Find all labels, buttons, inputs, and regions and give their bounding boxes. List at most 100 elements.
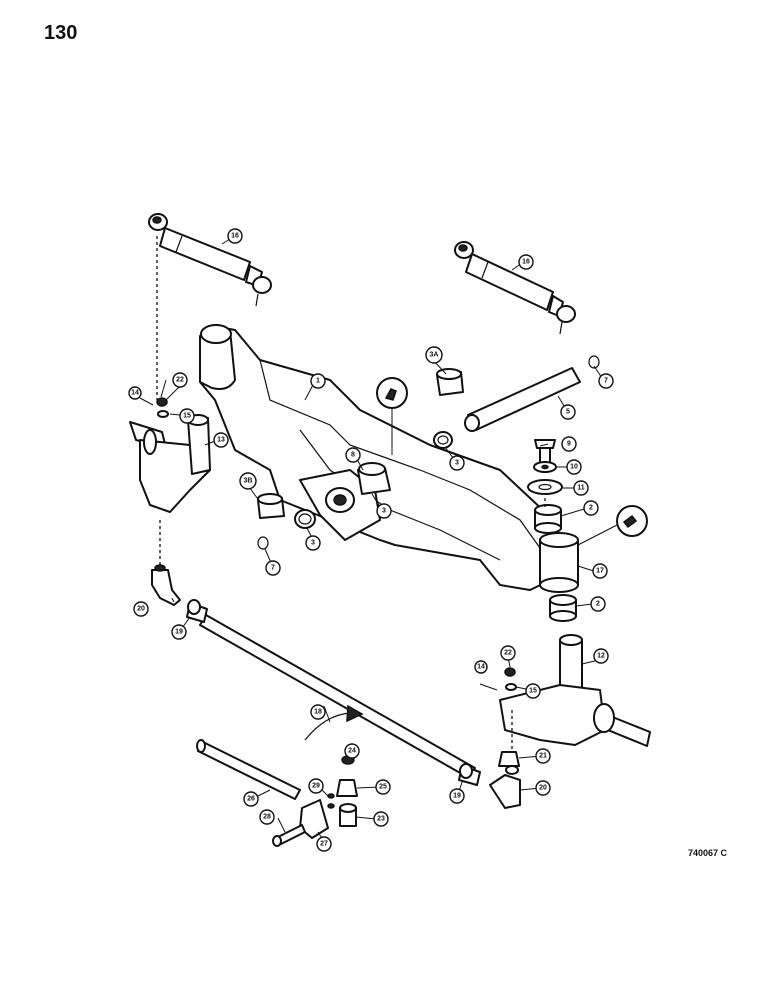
svg-text:15: 15 <box>183 413 191 420</box>
bushing-3b <box>257 493 285 519</box>
svg-text:23: 23 <box>377 816 385 823</box>
nut-22-left <box>156 397 168 407</box>
callout-28: 28 <box>259 809 275 825</box>
inset-arrow-head <box>346 704 364 723</box>
svg-text:9: 9 <box>567 441 571 448</box>
callout-21: 21 <box>535 748 551 764</box>
svg-text:11: 11 <box>577 485 585 492</box>
bushing-3a <box>436 368 464 396</box>
callout-24: 24 <box>344 743 360 759</box>
steering-knuckle-right <box>499 634 651 747</box>
tie-rod-end-20-left <box>151 564 181 606</box>
callout-16-left: 16 <box>227 228 243 244</box>
callout-2-lower: 2 <box>590 596 606 612</box>
callout-26: 26 <box>243 791 259 807</box>
callout-23: 23 <box>373 811 389 827</box>
adjusting-sleeve-19-left <box>186 599 208 623</box>
svg-text:14: 14 <box>131 390 139 397</box>
callout-9: 9 <box>561 436 577 452</box>
svg-text:20: 20 <box>539 785 547 792</box>
svg-text:26: 26 <box>247 796 255 803</box>
adjusting-sleeve-19-right <box>458 763 481 786</box>
callout-19-left: 19 <box>171 624 187 640</box>
callout-29: 29 <box>308 778 324 794</box>
svg-text:3: 3 <box>382 508 386 515</box>
callout-11: 11 <box>573 480 589 496</box>
seal-21 <box>498 751 520 767</box>
svg-text:29: 29 <box>312 783 320 790</box>
callout-2-upper: 2 <box>583 500 599 516</box>
svg-text:24: 24 <box>348 748 356 755</box>
cotter-pin-14-left <box>139 397 154 406</box>
inset-bracket-27 <box>299 799 329 839</box>
callout-15-right: 15 <box>525 683 541 699</box>
svg-text:16: 16 <box>231 233 239 240</box>
callout-13: 13 <box>213 432 229 448</box>
callout-20-right: 20 <box>535 780 551 796</box>
callout-3-left: 3 <box>305 535 321 551</box>
callout-3-upper: 3 <box>449 455 465 471</box>
page-number: 130 <box>44 22 78 44</box>
inset-seal-25 <box>336 779 358 797</box>
svg-text:2: 2 <box>589 505 593 512</box>
callout-7-right: 7 <box>598 373 614 389</box>
grease-fitting-detail-right <box>577 505 648 546</box>
svg-text:3B: 3B <box>244 478 253 485</box>
callout-1: 1 <box>310 373 326 389</box>
svg-text:20: 20 <box>137 606 145 613</box>
washer-10 <box>533 461 557 473</box>
callout-19-right: 19 <box>449 788 465 804</box>
bushing-3-upper <box>433 431 453 449</box>
svg-text:1: 1 <box>316 378 320 385</box>
callout-22-right: 22 <box>500 645 516 661</box>
svg-text:3: 3 <box>311 540 315 547</box>
snap-ring-right <box>588 355 600 369</box>
callout-22-left: 22 <box>172 372 188 388</box>
svg-text:14: 14 <box>477 664 485 671</box>
tie-rod <box>199 614 476 779</box>
bushing-17 <box>539 532 579 593</box>
callout-14-right: 14 <box>474 660 488 674</box>
pivot-pin <box>464 367 581 432</box>
bushing-3-left <box>294 509 316 529</box>
callout-16-right: 16 <box>518 254 534 270</box>
callout-20-left: 20 <box>133 601 149 617</box>
callout-5: 5 <box>560 404 576 420</box>
callout-27: 27 <box>316 836 332 852</box>
svg-text:16: 16 <box>522 259 530 266</box>
inset-washer-29 <box>327 793 335 809</box>
callout-7-left: 7 <box>265 560 281 576</box>
callout-3b: 3B <box>239 472 257 490</box>
axle-beam <box>199 324 561 591</box>
svg-text:25: 25 <box>379 784 387 791</box>
svg-text:17: 17 <box>596 568 604 575</box>
svg-text:5: 5 <box>566 409 570 416</box>
svg-text:7: 7 <box>271 565 275 572</box>
svg-text:15: 15 <box>529 688 537 695</box>
svg-text:19: 19 <box>175 629 183 636</box>
svg-text:18: 18 <box>314 709 322 716</box>
callout-14-left: 14 <box>128 386 142 400</box>
nut-22-right <box>504 667 516 677</box>
svg-text:10: 10 <box>570 464 578 471</box>
callout-8: 8 <box>345 447 361 463</box>
callout-25: 25 <box>375 779 391 795</box>
pivot-spacer-8 <box>357 462 391 495</box>
svg-text:12: 12 <box>597 653 605 660</box>
tie-rod-end-20-right <box>489 765 521 809</box>
figure-code: 740067 C <box>688 848 728 858</box>
svg-text:8: 8 <box>351 452 355 459</box>
bushing-2-lower <box>549 594 577 622</box>
bushing-2-upper <box>534 504 562 534</box>
callout-3-middle: 3 <box>376 503 392 519</box>
svg-text:21: 21 <box>539 753 547 760</box>
svg-text:19: 19 <box>453 793 461 800</box>
steering-knuckle-left <box>129 414 211 513</box>
inset-rod <box>196 739 301 800</box>
snap-ring-left <box>257 536 269 550</box>
washer-15-left <box>157 410 169 418</box>
steering-cylinder-right <box>454 241 576 335</box>
svg-text:2: 2 <box>596 601 600 608</box>
svg-text:13: 13 <box>217 437 225 444</box>
